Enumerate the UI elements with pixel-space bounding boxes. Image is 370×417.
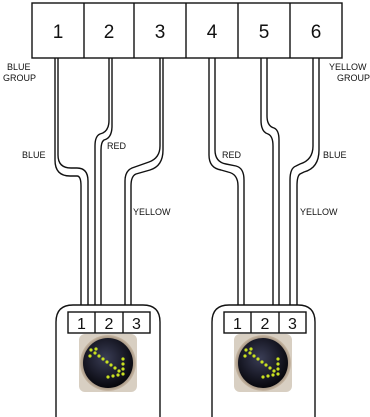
terminal-block: 1 2 3 4 5 6 — [31, 2, 343, 59]
terminal-6: 6 — [311, 22, 322, 43]
wire-terminal-4-red — [208, 58, 239, 312]
wire-loop-left-2 — [100, 58, 113, 312]
right-yellow-label: YELLOW — [300, 207, 338, 217]
connector-left — [67, 311, 151, 334]
connector-right-pin-2: 2 — [261, 316, 270, 333]
wire-terminal-1-blue — [57, 58, 89, 312]
right-red-label: RED — [222, 150, 242, 160]
wire-loop-left-3 — [130, 58, 164, 312]
connector-left-pin-2: 2 — [105, 316, 114, 333]
left-red-label: RED — [107, 141, 127, 151]
terminal-2: 2 — [104, 22, 115, 43]
wire-terminal-4-loop — [214, 58, 245, 312]
terminal-3: 3 — [155, 22, 166, 43]
signal-unit-left: 1 2 3 — [55, 304, 161, 417]
right-blue-label: BLUE — [323, 150, 347, 160]
wire-terminal-5-yellow — [260, 58, 274, 312]
connector-left-pin-3: 3 — [132, 316, 141, 333]
blue-group-label-line2: GROUP — [3, 73, 36, 83]
signal-lamp-right — [234, 334, 292, 392]
arrow-icon — [88, 347, 125, 379]
wire-terminal-6-loop — [296, 58, 320, 312]
terminal-1: 1 — [53, 22, 64, 43]
yellow-group-label-line2: GROUP — [337, 73, 370, 83]
terminal-4: 4 — [207, 22, 218, 43]
signal-unit-right: 1 2 3 — [211, 304, 316, 417]
wire-terminal-5-loop — [266, 58, 280, 312]
wire-terminal-3-yellow — [124, 58, 161, 312]
yellow-group-label-line1: YELLOW — [329, 62, 367, 72]
connector-right-pin-3: 3 — [288, 316, 297, 333]
left-yellow-label: YELLOW — [133, 207, 171, 217]
wire-terminal-2-red — [94, 58, 110, 312]
wire-loop-left — [54, 58, 82, 312]
terminal-5: 5 — [259, 22, 270, 43]
signal-lamp-left — [79, 334, 137, 392]
connector-left-pin-1: 1 — [77, 316, 86, 333]
left-blue-label: BLUE — [22, 150, 46, 160]
wire-terminal-6-blue — [289, 58, 314, 312]
arrow-icon — [243, 347, 280, 379]
blue-group-label-line1: BLUE — [7, 62, 31, 72]
connector-right-pin-1: 1 — [233, 316, 242, 333]
connector-right — [223, 311, 307, 334]
